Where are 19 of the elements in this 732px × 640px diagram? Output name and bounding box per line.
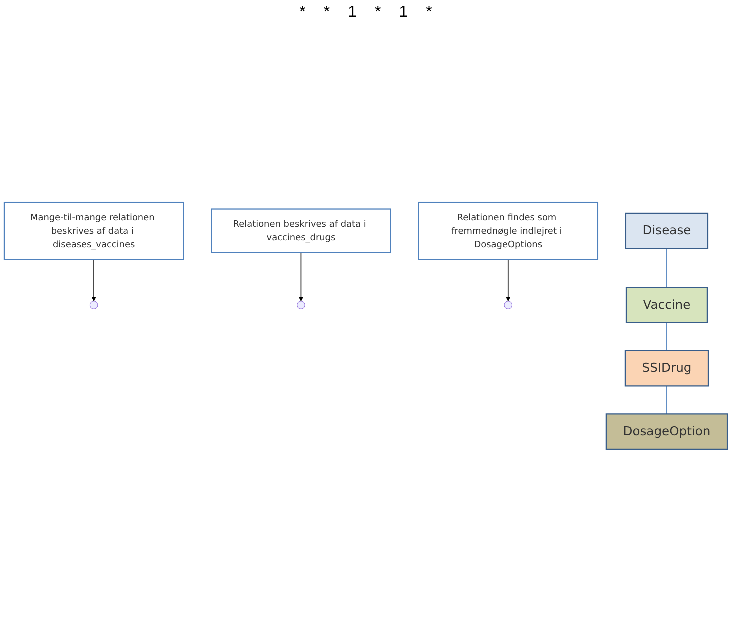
multiplicity-label: 1 bbox=[398, 4, 410, 22]
multiplicity-label: * bbox=[425, 4, 434, 22]
node-box: Relationen beskrives af data i vaccines_drugs bbox=[211, 208, 392, 254]
arrow bbox=[298, 252, 304, 302]
multiplicity-label: * bbox=[322, 4, 332, 22]
multiplicity-label: * bbox=[374, 4, 382, 22]
node-box: DosageOption bbox=[606, 414, 728, 450]
connector bbox=[666, 386, 668, 415]
multiplicity-label: 1 bbox=[347, 4, 358, 22]
arrow bbox=[92, 259, 97, 302]
node-box: SSIDrug bbox=[624, 350, 710, 387]
node-box: Disease bbox=[625, 212, 709, 250]
connector bbox=[666, 248, 668, 288]
arrow bbox=[506, 259, 511, 302]
connector bbox=[666, 322, 668, 352]
node-box: Vaccine bbox=[626, 287, 708, 324]
multiplicity-label: * bbox=[298, 4, 307, 22]
node-box: Relationen findes som fremmednøgle indlejret i DosageOptions bbox=[418, 202, 599, 260]
node-box: Mange-til-mange relationen beskrives af data i diseases_vaccines bbox=[4, 202, 184, 260]
